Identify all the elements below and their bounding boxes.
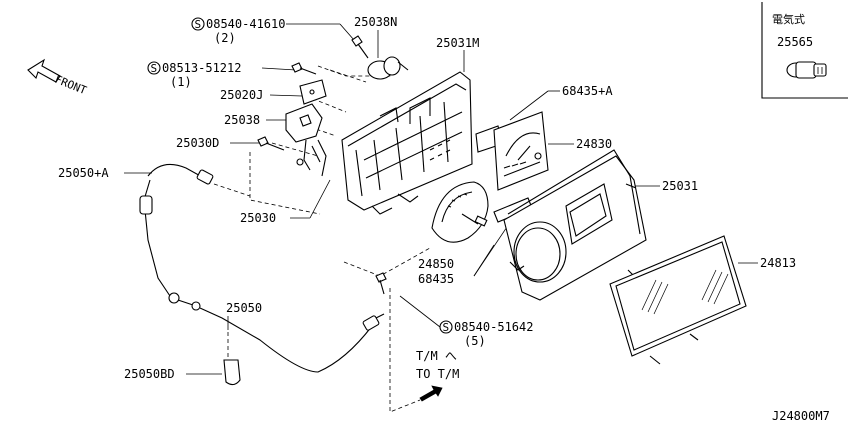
speed-sensor-icon — [786, 61, 827, 79]
svg-text:(1): (1) — [170, 75, 192, 89]
label-24850: 24850 — [418, 257, 454, 271]
screw-label-08540-41610: S 08540-41610 (2) — [191, 17, 285, 45]
speedometer-24850 — [431, 181, 489, 243]
svg-text:08540-41610: 08540-41610 — [206, 17, 285, 31]
label-24813: 24813 — [760, 256, 796, 270]
svg-text:S: S — [151, 62, 158, 75]
screw-icon-25030D — [257, 136, 285, 151]
bulb-socket-25038N — [367, 56, 409, 80]
screw-icon-lower — [375, 272, 387, 295]
bulb-holder-25038 — [285, 103, 323, 171]
label-25030D: 25030D — [176, 136, 219, 150]
svg-text:S: S — [443, 321, 450, 334]
clip-25050BD — [223, 359, 241, 386]
label-25030: 25030 — [240, 211, 276, 225]
label-68435A: 68435+A — [562, 84, 613, 98]
svg-text:08540-51642: 08540-51642 — [454, 320, 533, 334]
label-68435: 68435 — [418, 272, 454, 286]
front-label: FRONT — [53, 73, 89, 98]
front-arrow-icon — [27, 58, 61, 83]
gauge-24830 — [493, 111, 549, 191]
svg-text:(5): (5) — [464, 334, 486, 348]
label-25050BD: 25050BD — [124, 367, 175, 381]
label-25031: 25031 — [662, 179, 698, 193]
screw-icon-upper — [291, 62, 317, 75]
label-to-tm: TO T/M — [416, 367, 459, 381]
diagram-id: J24800M7 — [772, 409, 830, 423]
label-tm-jp: T/M へ — [416, 349, 457, 363]
label-25038: 25038 — [224, 113, 260, 127]
to-transmission-arrow-icon — [419, 385, 443, 402]
label-24830: 24830 — [576, 137, 612, 151]
harness-connector-25030 — [311, 139, 327, 177]
label-25050A: 25050+A — [58, 166, 109, 180]
svg-text:08513-51212: 08513-51212 — [162, 61, 241, 75]
glass-24813 — [609, 235, 747, 365]
meter-housing-25031M — [341, 71, 473, 215]
inset-box: 電気式 25565 — [761, 2, 848, 99]
leader-lines — [124, 23, 758, 375]
screw-label-08513-51212: S 08513-51212 (1) — [147, 61, 241, 89]
screw-label-08540-51642: S 08540-51642 (5) — [439, 320, 533, 348]
inset-part-number: 25565 — [777, 35, 813, 49]
label-25038N: 25038N — [354, 15, 397, 29]
speedometer-cable-25050 — [139, 163, 385, 373]
meter-bezel-25031 — [503, 149, 647, 301]
label-25031M: 25031M — [436, 36, 479, 50]
label-25020J: 25020J — [220, 88, 263, 102]
bracket-25020J — [299, 79, 327, 105]
inset-title: 電気式 — [772, 12, 805, 26]
label-25050: 25050 — [226, 301, 262, 315]
svg-text:S: S — [195, 18, 202, 31]
screw-icon-25038N-mount — [351, 35, 369, 59]
svg-text:(2): (2) — [214, 31, 236, 45]
